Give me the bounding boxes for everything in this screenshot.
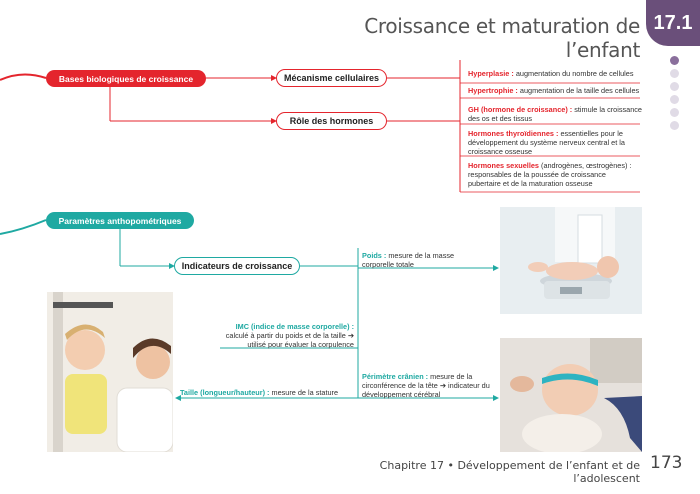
head-circumference-illustration [500,338,642,452]
node-mecanisme-cellulaires: Mécanisme cellulaires [276,69,387,87]
node-bases-biologiques: Bases biologiques de croissance [46,70,206,87]
page-title: Croissance et maturation de l’enfant [364,14,640,62]
note-hypertrophie: Hypertrophie : augmentation de la taille… [468,86,640,95]
page-dot [670,69,679,78]
page-dot [670,82,679,91]
note-perimetre: Périmètre crânien : mesure de la circonf… [362,372,490,399]
photo-child-height [47,292,173,452]
footer-chapter: Chapitre 17 • Développement de l’enfant … [379,459,640,485]
page-dot [670,56,679,65]
chapter-badge: 17.1 [646,0,700,46]
note-poids: Poids : mesure de la masse corporelle to… [362,251,455,269]
note-hormones-sexuelles: Hormones sexuelles (androgènes, œstrogèn… [468,161,632,188]
node-role-hormones: Rôle des hormones [276,112,387,130]
child-height-illustration [47,292,173,452]
baby-scale-illustration [500,207,642,314]
node-parametres: Paramètres anthopométriques [46,212,194,229]
note-imc: IMC (indice de masse corporelle) : calcu… [225,322,354,349]
photo-baby-scale [500,207,642,314]
page-dot [670,121,679,130]
note-hormones-thyroidiennes: Hormones thyroïdiennes : essentielles po… [468,129,625,156]
node-indicateurs: Indicateurs de croissance [174,257,300,275]
note-gh: GH (hormone de croissance) : stimule la … [468,105,642,123]
page-dot [670,95,679,104]
page-dot [670,108,679,117]
note-taille: Taille (longueur/hauteur) : mesure de la… [180,388,339,397]
photo-head-circumference [500,338,642,452]
note-hyperplasie: Hyperplasie : augmentation du nombre de … [468,69,634,78]
page-number: 173 [650,453,683,473]
